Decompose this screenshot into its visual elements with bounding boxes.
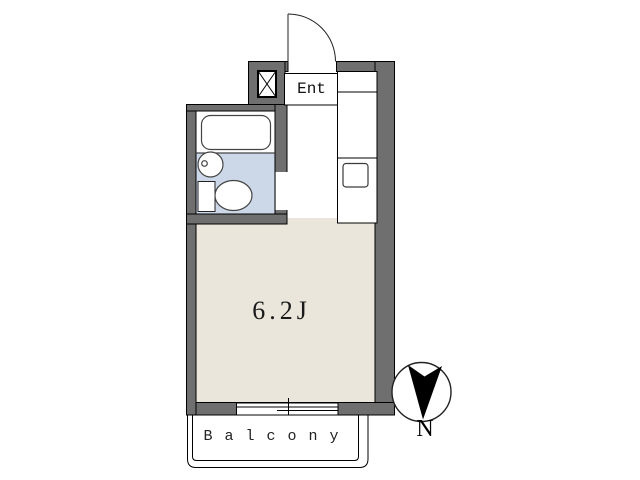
compass: [391, 361, 452, 423]
kitchen-counter: [337, 71, 378, 224]
wall-bathroom-top: [186, 104, 286, 112]
main-room-area-label: 6.2J: [252, 296, 311, 325]
compass-north-label: N: [416, 416, 434, 442]
toilet-bowl-icon: [214, 179, 253, 212]
washbasin-icon: [197, 151, 224, 178]
entrance-label: Ent: [297, 80, 326, 98]
sliding-window-icon: [236, 398, 339, 423]
bathroom-door-opening: [275, 172, 288, 210]
balcony-label: Balcony: [203, 428, 351, 445]
compass-needle-icon: [408, 365, 442, 420]
toilet-tank-icon: [197, 181, 216, 212]
bathtub-icon: [200, 114, 272, 151]
main-room-floor: [196, 214, 377, 402]
wall-right: [374, 61, 395, 416]
balcony-outline: [187, 415, 369, 468]
wall-left: [186, 104, 197, 416]
wall-bathroom-bottom: [186, 213, 288, 225]
pipe-shaft-icon: [257, 70, 277, 98]
kitchen-sink-icon: [342, 162, 369, 188]
washbasin-drain: [201, 160, 208, 167]
entry-door-icon: [287, 13, 336, 62]
hallway-floor: [287, 105, 338, 218]
entrance-floor: [284, 73, 339, 106]
bathroom-fixtures: [196, 114, 275, 212]
